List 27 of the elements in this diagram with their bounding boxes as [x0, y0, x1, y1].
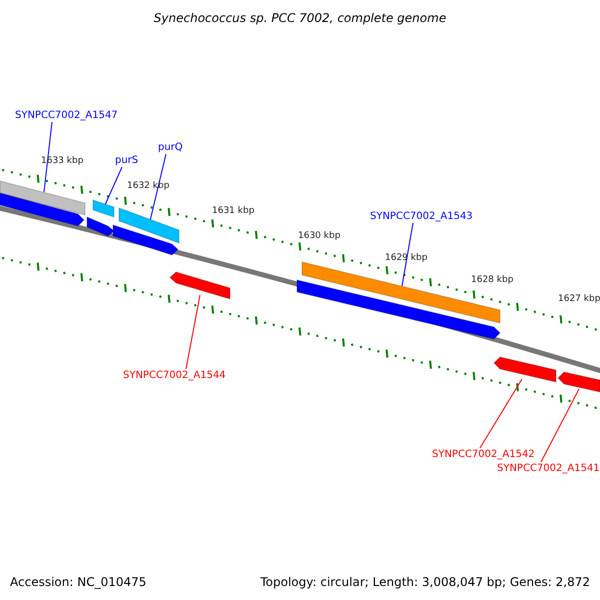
gene-feature [558, 372, 600, 392]
scale-label: 1630 kbp [298, 230, 340, 242]
gene-feature [113, 208, 179, 255]
gene-label: SYNPCC7002_A1544 [123, 370, 226, 382]
gene-label: SYNPCC7002_A1541 [497, 463, 600, 475]
scale-label: 1631 kbp [212, 205, 254, 217]
gene-feature [87, 200, 114, 236]
gene-label: SYNPCC7002_A1547 [15, 110, 118, 122]
scale-label: 1628 kbp [471, 274, 514, 286]
gene-label: SYNPCC7002_A1542 [432, 449, 535, 461]
diagram-title: Synechococcus sp. PCC 7002, complete genome [152, 10, 448, 26]
leader-line [186, 294, 200, 370]
leader-line [540, 388, 580, 462]
scale-label: 1627 kbp [558, 293, 600, 305]
leader-line [104, 166, 122, 206]
gene-label: purS [115, 155, 138, 167]
leader-line [150, 154, 166, 222]
gene-feature [170, 272, 230, 299]
leader-line [44, 122, 52, 192]
gene-label: SYNPCC7002_A1543 [370, 211, 473, 223]
gene-feature [494, 357, 556, 382]
gene-label: purQ [158, 142, 183, 154]
gene-feature [0, 181, 85, 226]
leader-line [402, 222, 414, 286]
leader-line [480, 378, 522, 448]
footer-text: Topology: circular; Length: 3,008,047 bp; Genes: 2,872 [260, 576, 590, 588]
footer-text: Accession: NC_010475 [10, 576, 146, 588]
